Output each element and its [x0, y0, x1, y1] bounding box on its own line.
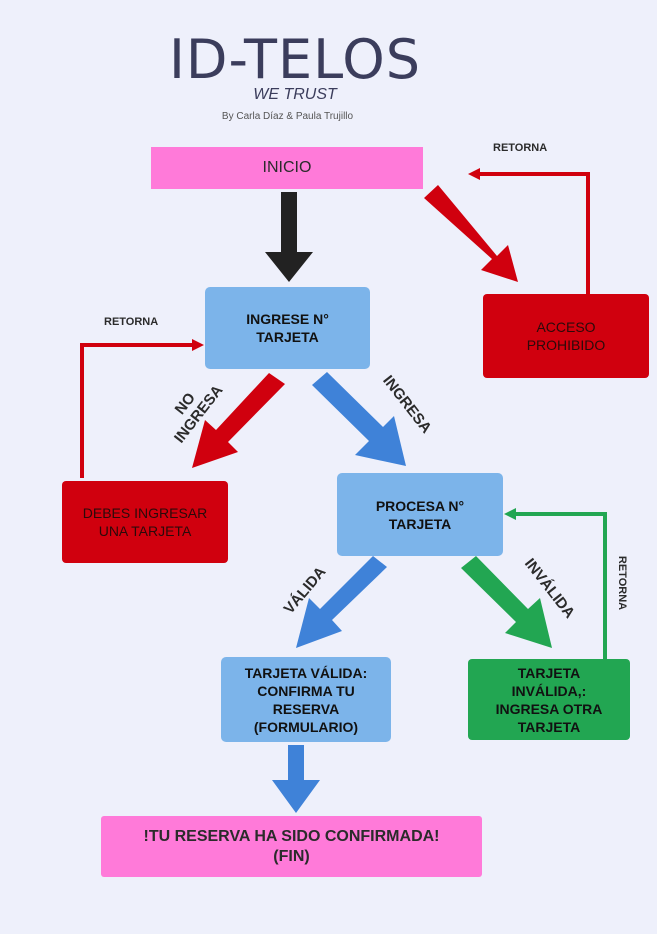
node-inicio-label: INICIO	[262, 159, 312, 176]
edge-label-retorna-top: RETORNA	[493, 142, 548, 154]
arrow-inicio-to-ingrese	[265, 192, 313, 282]
arrow-procesa-to-valida	[296, 556, 387, 648]
return-line-debes	[80, 343, 194, 478]
arrow-valida-to-fin	[272, 745, 320, 813]
node-valida-label: TARJETA VÁLIDA: CONFIRMA TU RESERVA (FOR…	[244, 664, 368, 735]
node-invalida-label: TARJETA INVÁLIDA,: INGRESA OTRA TARJETA	[495, 664, 603, 735]
node-procesa-label: PROCESA N° TARJETA	[375, 497, 465, 532]
arrow-ingrese-to-debes	[192, 373, 285, 468]
node-fin: !TU RESERVA HA SIDO CONFIRMADA! (FIN)	[101, 816, 482, 877]
return-arrowhead-acceso	[468, 168, 480, 180]
node-debes-label: DEBES INGRESAR UNA TARJETA	[82, 505, 208, 539]
arrow-inicio-to-acceso	[424, 185, 518, 282]
page-subtitle: WE TRUST	[253, 86, 337, 103]
node-ingrese-tarjeta: INGRESE N° TARJETA	[205, 287, 370, 369]
return-arrowhead-invalida	[504, 508, 516, 520]
edge-label-retorna-left: RETORNA	[104, 316, 159, 328]
arrow-procesa-to-invalida	[461, 556, 552, 648]
node-tarjeta-invalida: TARJETA INVÁLIDA,: INGRESA OTRA TARJETA	[468, 659, 630, 740]
return-arrowhead-debes	[192, 339, 204, 351]
edge-label-retorna-right: RETORNA	[616, 555, 629, 611]
node-acceso-label: ACCESO PROHIBIDO	[526, 319, 606, 353]
node-acceso-prohibido: ACCESO PROHIBIDO	[483, 294, 649, 378]
arrow-ingrese-to-procesa	[312, 372, 406, 466]
return-line-invalida	[514, 512, 607, 659]
node-ingrese-label: INGRESE N° TARJETA	[246, 311, 329, 345]
page-title: ID-TELOS	[168, 28, 422, 91]
return-line-acceso	[478, 172, 590, 294]
node-procesa-tarjeta: PROCESA N° TARJETA	[337, 473, 503, 556]
node-debes-ingresar: DEBES INGRESAR UNA TARJETA	[62, 481, 228, 563]
node-inicio: INICIO	[151, 147, 423, 189]
node-fin-label: !TU RESERVA HA SIDO CONFIRMADA! (FIN)	[143, 827, 440, 865]
node-tarjeta-valida: TARJETA VÁLIDA: CONFIRMA TU RESERVA (FOR…	[221, 657, 391, 742]
author-byline: By Carla Díaz & Paula Trujillo	[221, 111, 354, 122]
